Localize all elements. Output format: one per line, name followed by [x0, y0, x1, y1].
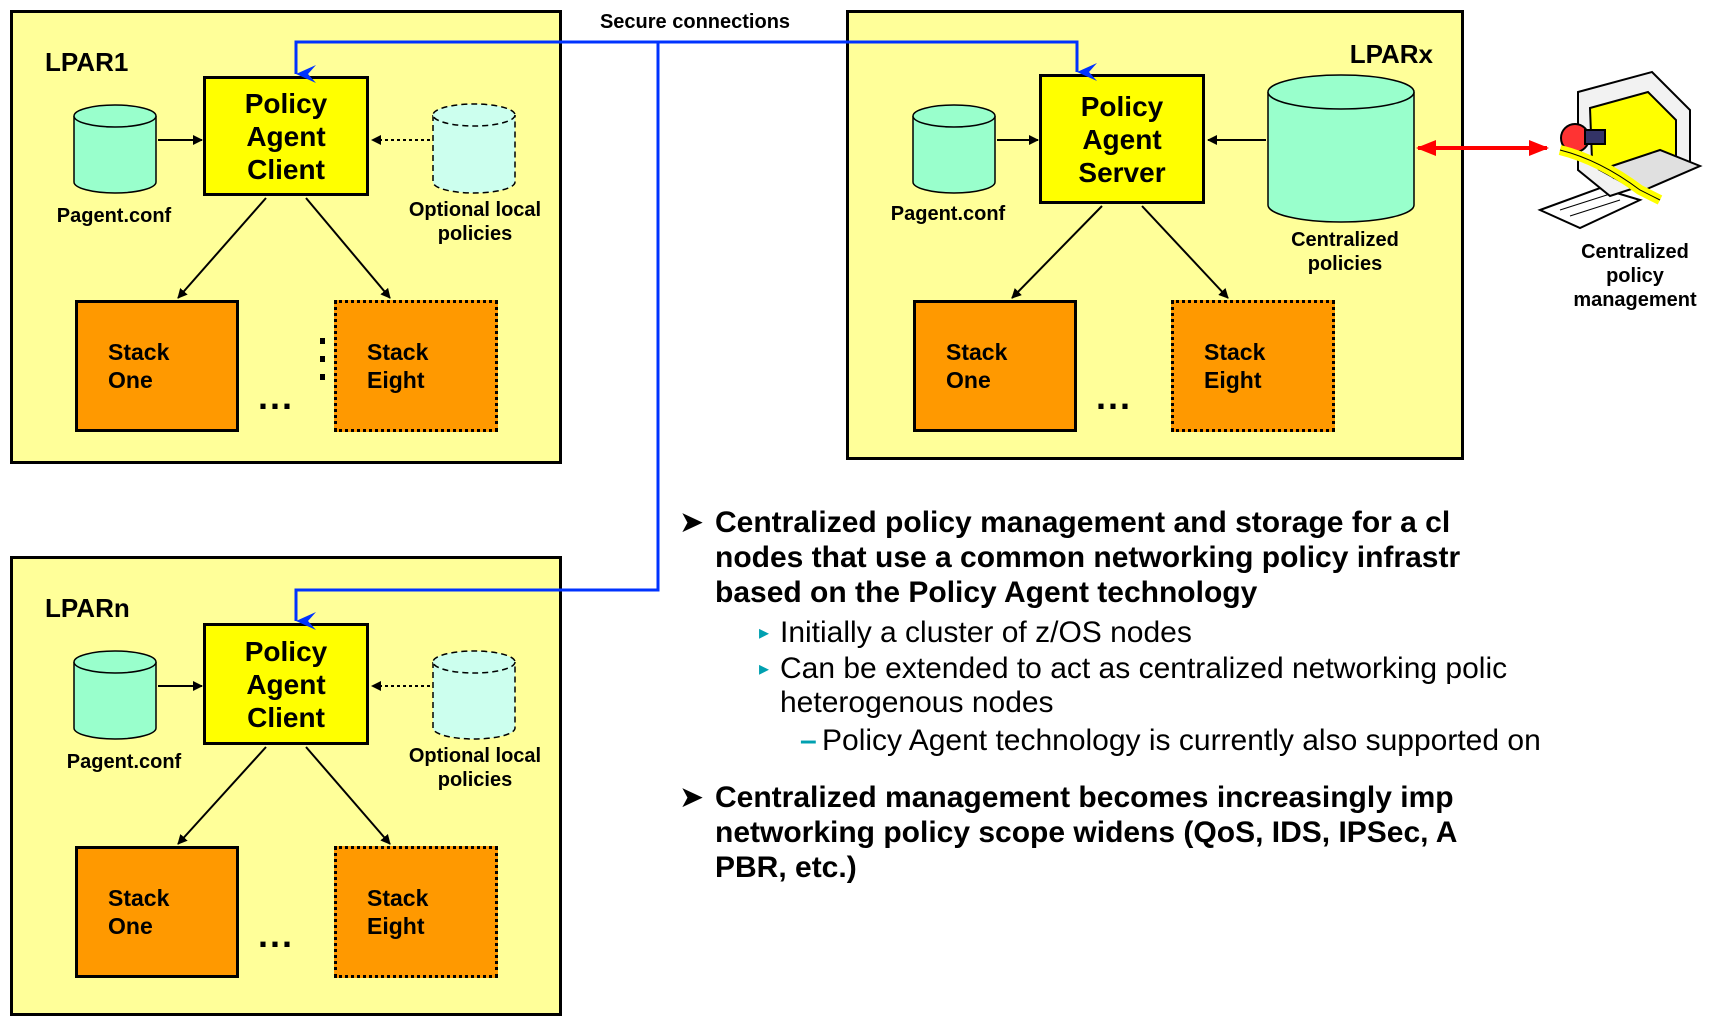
bullet-line: Policy Agent technology is currently als… — [822, 724, 1541, 757]
database-cylinder-icon — [912, 104, 996, 194]
label-line: Centralized — [1581, 241, 1689, 263]
lparn-ellipsis: ... — [258, 914, 295, 955]
arrow-bullet-icon: ➤ — [679, 781, 705, 814]
lparn-stack-eight: Stack Eight — [334, 846, 498, 978]
stack-line: Stack — [1204, 339, 1266, 365]
secure-connections-label: Secure connections — [599, 11, 791, 33]
arrow-bullet-icon: ➤ — [679, 506, 705, 539]
agent-line: Agent — [246, 120, 326, 152]
bullet-line: Centralized policy management and storag… — [715, 506, 1451, 539]
label-line: Optional local — [408, 745, 542, 767]
agent-to-stack-arrow — [1011, 205, 1103, 299]
label-line: policies — [437, 769, 513, 791]
agent-line: Server — [1078, 156, 1166, 188]
secure-connection-lines — [294, 40, 1097, 630]
agent-line: Client — [247, 701, 325, 733]
stack-line: One — [108, 913, 153, 939]
lparn-title: LPARn — [45, 593, 130, 623]
stack-line: Eight — [367, 913, 425, 939]
database-cylinder-icon — [1267, 74, 1415, 223]
agent-to-stack-arrow — [177, 746, 267, 845]
database-cylinder-icon — [432, 650, 516, 740]
lpar1-pagent-conf-label: Pagent.conf — [56, 205, 172, 227]
lparx-policy-agent-server: Policy Agent Server — [1039, 74, 1205, 204]
label-line: Centralized — [1291, 229, 1399, 251]
database-cylinder-icon — [73, 104, 157, 194]
lparn-policy-agent-client: Policy Agent Client — [203, 623, 369, 745]
triangle-bullet-icon: ▸ — [759, 622, 770, 644]
lparx-pagent-conf-label: Pagent.conf — [890, 203, 1006, 225]
bullet-line: nodes that use a common networking polic… — [715, 541, 1461, 574]
lpar1-vertical-ellipsis — [320, 338, 325, 380]
agent-to-stack-arrow — [177, 197, 267, 299]
lpar1-stack-eight: Stack Eight — [334, 300, 498, 432]
lparx-ellipsis: ... — [1096, 376, 1133, 417]
lpar1-stack-one: Stack One — [75, 300, 239, 432]
label-line: policy — [1606, 265, 1664, 287]
agent-to-stack-arrow — [305, 197, 391, 299]
bullet-item: ➤ Centralized policy management and stor… — [665, 505, 1720, 610]
bullet-line: heterogenous nodes — [780, 686, 1054, 719]
lparx-stack-eight: Stack Eight — [1171, 300, 1335, 432]
workstation-user-icon — [1537, 70, 1703, 230]
centralized-policy-management-label: Centralized policy management — [1535, 240, 1720, 312]
lparx-title: LPARx — [1349, 39, 1433, 69]
agent-line: Client — [247, 153, 325, 185]
stack-line: Stack — [946, 339, 1008, 365]
label-line: Optional local — [408, 199, 542, 221]
lparx-stack-one: Stack One — [913, 300, 1077, 432]
lparn-optional-local-policies-label: Optional local policies — [385, 744, 565, 792]
agent-to-stack-arrow — [305, 746, 391, 845]
agent-line: Policy — [244, 87, 328, 119]
lparn-stack-one: Stack One — [75, 846, 239, 978]
stack-line: Stack — [108, 885, 170, 911]
bullet-item: ➤ Centralized management becomes increas… — [665, 780, 1720, 885]
agent-line: Agent — [1082, 123, 1162, 155]
lparn-pagent-conf-label: Pagent.conf — [66, 751, 182, 773]
stack-line: One — [946, 367, 991, 393]
stack-line: Eight — [1204, 367, 1262, 393]
bullet-list: ➤ Centralized policy management and stor… — [665, 505, 1720, 891]
bullet-item: ▸ Can be extended to act as centralized … — [665, 652, 1720, 720]
bullet-item: – Policy Agent technology is currently a… — [665, 724, 1720, 758]
agent-line: Policy — [244, 635, 328, 667]
label-line: management — [1573, 289, 1697, 311]
lpar1-title: LPAR1 — [45, 47, 129, 77]
lparx-centralized-policies-label: Centralized policies — [1255, 228, 1435, 276]
lpar1-policy-agent-client: Policy Agent Client — [203, 76, 369, 196]
bullet-line: Initially a cluster of z/OS nodes — [780, 616, 1192, 649]
stack-line: Stack — [367, 885, 429, 911]
label-line: policies — [1307, 253, 1383, 275]
agent-to-stack-arrow — [1141, 205, 1229, 299]
bullet-line: PBR, etc.) — [715, 851, 857, 884]
lpar1-optional-local-policies-label: Optional local policies — [385, 198, 565, 246]
stack-line: Stack — [367, 339, 429, 365]
bullet-line: Can be extended to act as centralized ne… — [780, 652, 1508, 685]
agent-line: Policy — [1080, 90, 1164, 122]
label-line: policies — [437, 223, 513, 245]
stack-line: Eight — [367, 367, 425, 393]
database-cylinder-icon — [432, 103, 516, 194]
dash-bullet-icon: – — [800, 724, 817, 757]
stack-line: Stack — [108, 339, 170, 365]
agent-line: Agent — [246, 668, 326, 700]
bullet-line: networking policy scope widens (QoS, IDS… — [715, 816, 1458, 849]
lpar1-ellipsis: ... — [258, 376, 295, 417]
bullet-item: ▸ Initially a cluster of z/OS nodes — [665, 616, 1720, 650]
stack-line: One — [108, 367, 153, 393]
bullet-line: based on the Policy Agent technology — [715, 576, 1258, 609]
database-cylinder-icon — [73, 650, 157, 740]
bullet-line: Centralized management becomes increasin… — [715, 781, 1454, 814]
triangle-bullet-icon: ▸ — [759, 658, 770, 680]
